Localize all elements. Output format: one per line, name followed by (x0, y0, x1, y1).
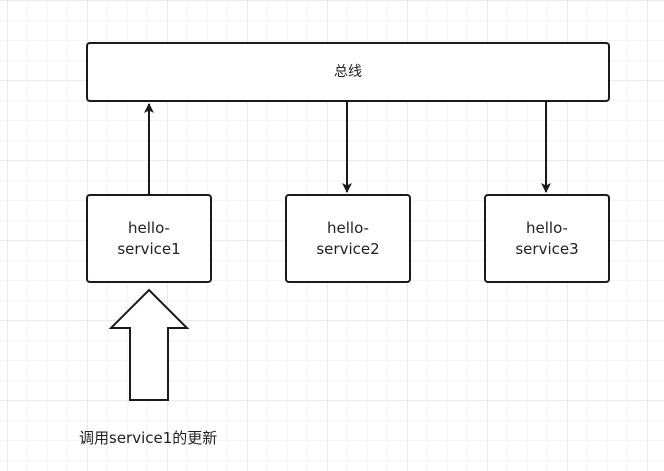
service2-box[interactable]: hello- service2 (285, 194, 411, 283)
update-caption: 调用service1的更新 (79, 429, 218, 447)
update-trigger-block-arrow (108, 288, 190, 401)
service1-box[interactable]: hello- service1 (86, 194, 212, 283)
service1-label-line1: hello- (128, 218, 170, 237)
service3-box[interactable]: hello- service3 (484, 194, 610, 283)
bus-box[interactable]: 总线 (86, 42, 610, 102)
service2-label-line2: service2 (316, 239, 380, 258)
service1-label-line2: service1 (117, 239, 181, 258)
service3-label-line2: service3 (515, 239, 579, 258)
service2-label-line1: hello- (327, 218, 369, 237)
service3-label-line1: hello- (526, 218, 568, 237)
bus-label: 总线 (334, 63, 362, 80)
